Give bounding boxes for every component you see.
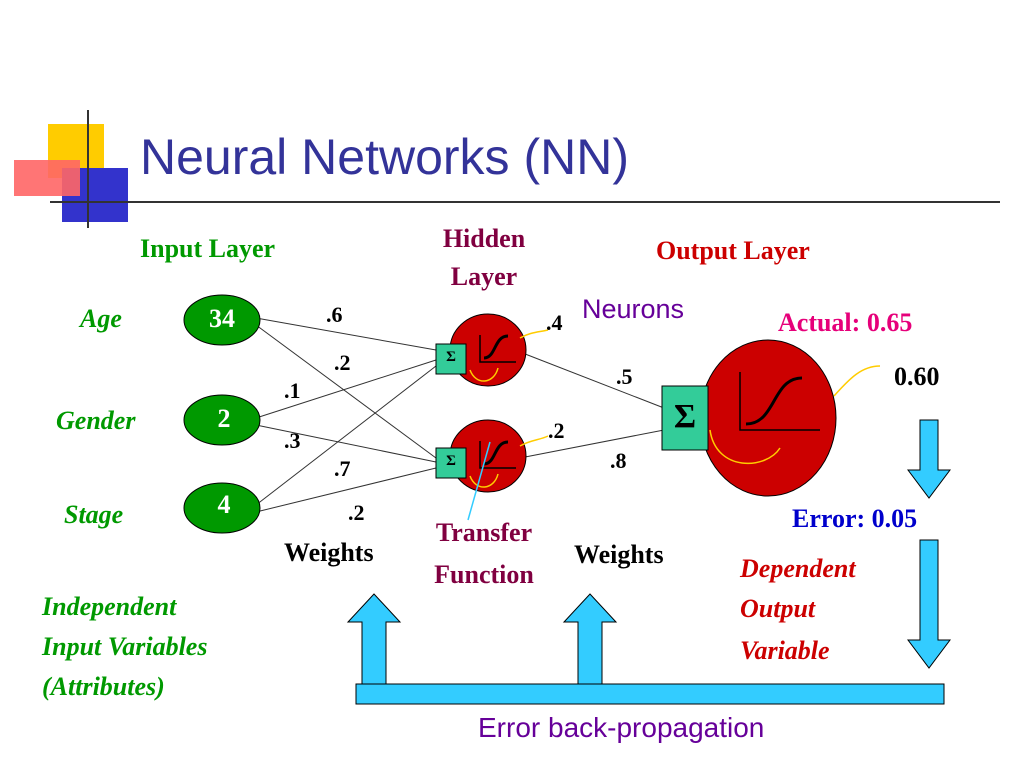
output-neuron	[699, 339, 837, 497]
page-title: Neural Networks (NN)	[140, 129, 629, 185]
error-label: Error: 0.05	[792, 504, 918, 533]
weight-label: .1	[284, 378, 301, 403]
input-node-gender	[183, 394, 261, 446]
input-value-age: 34	[209, 304, 235, 333]
input-value-gender: 2	[217, 404, 231, 433]
hidden-output-connections	[519, 351, 665, 459]
weight-label: .3	[284, 428, 301, 453]
weight-label: .6	[326, 302, 343, 327]
transfer-label-2: Function	[434, 560, 534, 589]
independent-label-3: (Attributes)	[42, 672, 165, 701]
down-arrow-icon	[907, 539, 951, 669]
dependent-label-1: Dependent	[740, 554, 856, 583]
backprop-label: Error back-propagation	[478, 712, 765, 743]
up-arrow-icon	[346, 593, 402, 685]
output-sigmoid-icon	[739, 372, 820, 431]
input-node-age	[183, 294, 261, 346]
dependent-label-3: Variable	[740, 636, 830, 665]
sigma-box-hidden-2	[435, 447, 467, 479]
dependent-label-2: Output	[740, 594, 816, 623]
down-arrow-icon	[907, 419, 951, 499]
sigma-icon: Σ	[446, 453, 456, 469]
hidden-layer-label-1: Hidden	[442, 224, 526, 253]
weight-label: .4	[546, 310, 563, 335]
input-hidden-connections	[255, 317, 437, 513]
weight-label: .7	[334, 456, 351, 481]
input-value-stage: 4	[217, 490, 231, 519]
independent-label-2: Input Variables	[42, 632, 208, 661]
neurons-label: Neurons	[582, 294, 685, 324]
sigmoid-icon	[479, 334, 516, 469]
hidden-neurons	[449, 313, 549, 493]
weight-label: .2	[548, 418, 565, 443]
input-name-age: Age	[80, 304, 122, 333]
up-arrow-icon	[562, 593, 618, 685]
actual-label: Actual: 0.65	[778, 308, 913, 337]
weight-label: .2	[334, 350, 351, 375]
weights-label-right: Weights	[574, 540, 664, 569]
input-name-stage: Stage	[64, 500, 124, 529]
predicted-value: 0.60	[894, 362, 940, 391]
transfer-label-1: Transfer	[435, 518, 533, 547]
weight-label: .8	[610, 448, 627, 473]
input-name-gender: Gender	[56, 406, 136, 435]
sigma-box-output	[661, 385, 709, 451]
curved-arrow-icon	[469, 329, 549, 488]
weight-label: .2	[348, 500, 365, 525]
hidden-layer-label-2: Layer	[450, 262, 518, 291]
input-node-stage	[183, 482, 261, 534]
backprop-bar	[355, 683, 945, 705]
sigma-icon: Σ	[673, 398, 697, 435]
weight-label: .5	[616, 364, 633, 389]
output-layer-label: Output Layer	[656, 236, 810, 265]
input-layer-label: Input Layer	[140, 234, 276, 263]
output-curved-arrows	[709, 365, 881, 465]
weights-label-left: Weights	[284, 538, 374, 567]
input-nodes	[183, 294, 261, 534]
independent-label-1: Independent	[42, 592, 177, 621]
sigma-icon: Σ	[446, 349, 456, 365]
transfer-pointer-line	[467, 441, 491, 521]
corner-logo-icon	[14, 110, 1000, 228]
sigma-box-hidden-1	[435, 343, 467, 375]
